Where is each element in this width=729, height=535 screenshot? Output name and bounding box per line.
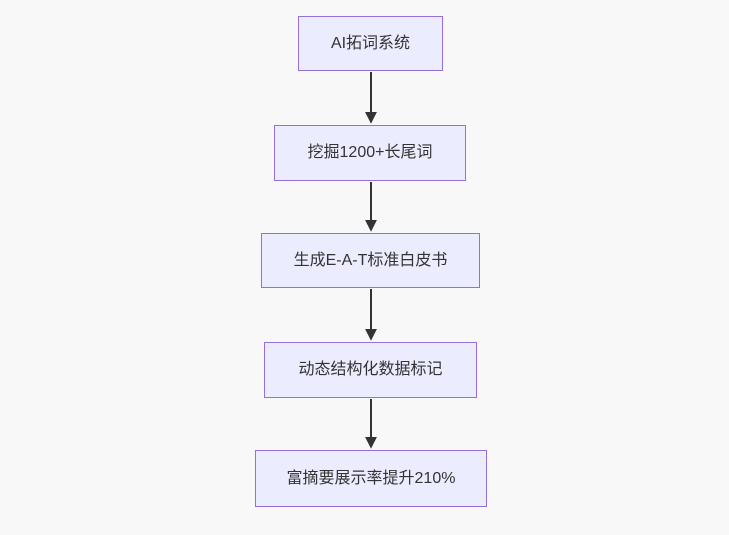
flow-node-longtail-mining: 挖掘1200+长尾词 (274, 125, 466, 181)
flow-node-structured-data-markup: 动态结构化数据标记 (264, 342, 477, 398)
flow-node-label: 富摘要展示率提升210% (286, 469, 456, 487)
flow-node-eat-whitepaper: 生成E-A-T标准白皮书 (261, 233, 480, 288)
flow-node-label: 动态结构化数据标记 (298, 361, 443, 378)
flow-node-label: 生成E-A-T标准白皮书 (293, 251, 448, 269)
flow-node-label: 挖掘1200+长尾词 (307, 144, 433, 161)
flow-node-rich-snippet-result: 富摘要展示率提升210% (255, 450, 487, 507)
flow-node-label: AI拓词系统 (330, 34, 411, 52)
flow-node-ai-keyword-system: AI拓词系统 (298, 16, 443, 71)
